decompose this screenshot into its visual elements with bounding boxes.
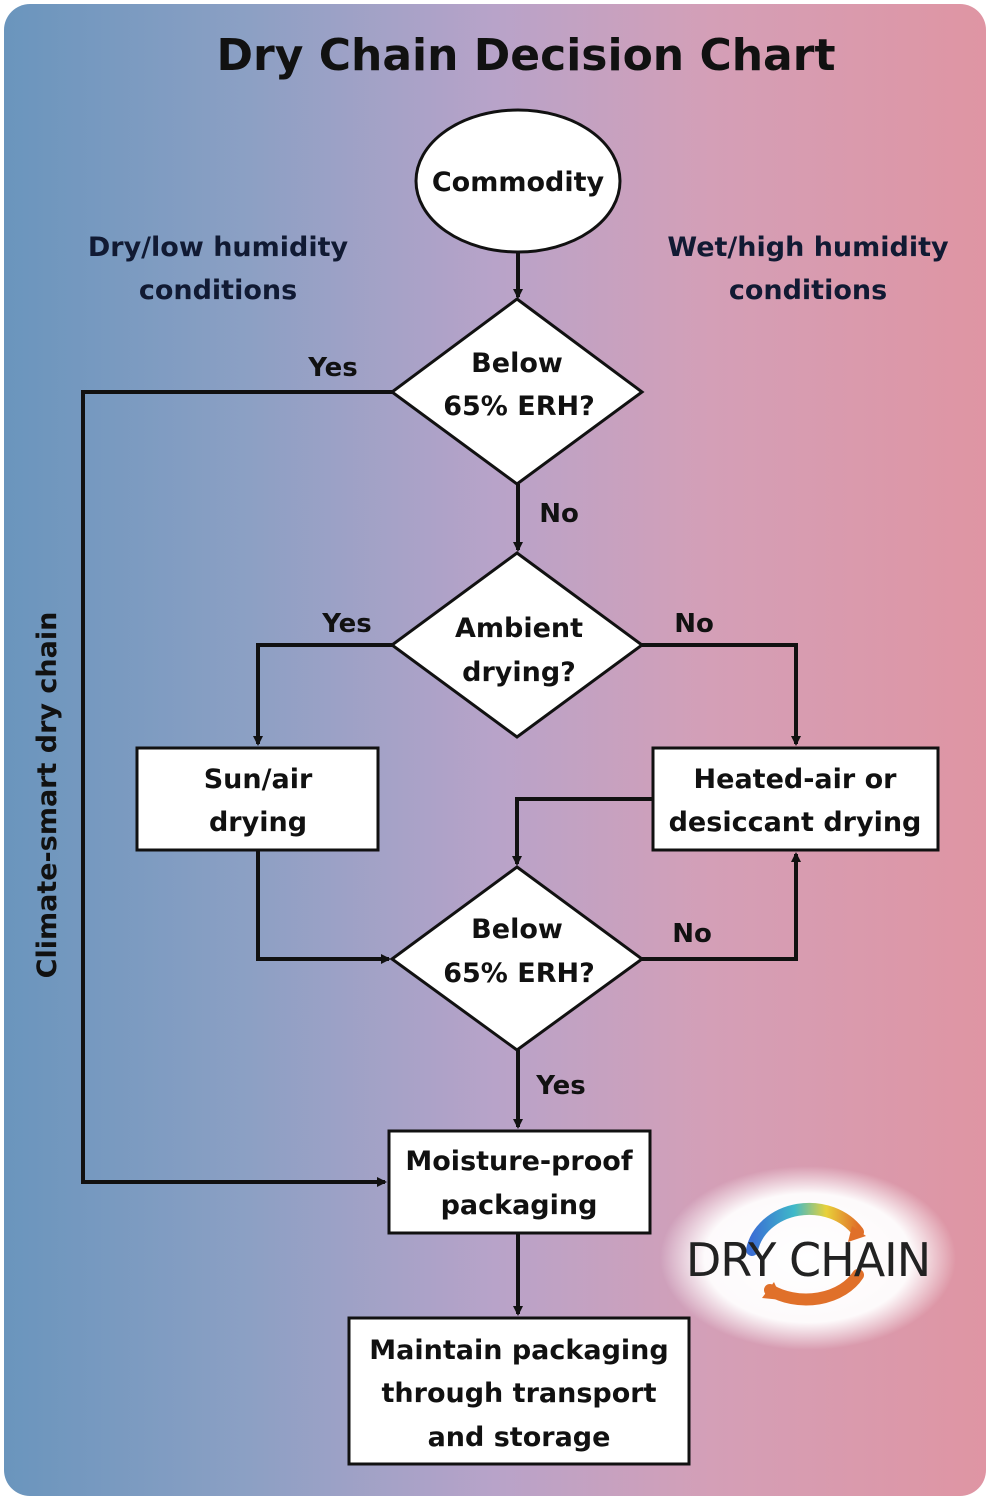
commodity-label: Commodity [432, 167, 605, 198]
node-moisture-proof-packaging [387, 1129, 652, 1235]
logo-glow [660, 1166, 956, 1350]
packaging-label-line1: Moisture-proof [405, 1146, 632, 1177]
dry-chain-logo: DRY CHAIN [660, 1166, 956, 1350]
node-decision-erh-1 [389, 297, 645, 486]
nodes [135, 108, 940, 1466]
decision2-label-line1: Ambient [455, 613, 583, 644]
node-commodity [414, 108, 622, 254]
edge-d1-yes [81, 390, 392, 1187]
edge-d3-no [642, 852, 801, 961]
node-sun-air-drying [135, 746, 380, 852]
chart-title: Dry Chain Decision Chart [217, 30, 836, 81]
decision3-label-line2: 65% ERH? [443, 958, 595, 989]
edge-d2-yes [253, 643, 392, 746]
sun-drying-label-line2: drying [209, 807, 307, 838]
edge-heated-to-d3 [512, 797, 652, 866]
logo-arrowhead-top [848, 1226, 866, 1242]
side-label-climate-smart: Climate-smart dry chain [32, 612, 63, 979]
node-decision-erh-2 [389, 865, 645, 1052]
condition-left-line2: conditions [139, 275, 297, 306]
edge-label-d3-no: No [672, 919, 712, 949]
decision1-label-line1: Below [471, 348, 563, 379]
node-heated-air-drying [651, 746, 940, 852]
logo-arc-bottom [764, 1269, 864, 1306]
packaging-label-line2: packaging [441, 1190, 598, 1221]
maintain-label-line2: through transport [382, 1378, 657, 1409]
edge-label-d1-yes: Yes [307, 353, 358, 383]
edge-label-d3-yes: Yes [535, 1071, 586, 1101]
decision3-label-line1: Below [471, 914, 563, 945]
logo-text: DRY CHAIN [686, 1233, 930, 1287]
maintain-label-line1: Maintain packaging [369, 1335, 668, 1366]
edge-label-d1-no: No [539, 499, 579, 529]
node-decision-ambient [389, 551, 645, 739]
logo-arrowhead-bottom [762, 1282, 782, 1300]
sun-drying-label-line1: Sun/air [204, 764, 313, 795]
edge-sun-to-d3 [256, 850, 391, 964]
node-maintain-packaging [347, 1316, 691, 1466]
condition-left-line1: Dry/low humidity [88, 232, 349, 263]
edge-label-d2-yes: Yes [321, 609, 372, 639]
heated-drying-label-line2: desiccant drying [669, 807, 922, 838]
logo-arc-top [746, 1202, 864, 1256]
maintain-label-line3: and storage [428, 1422, 611, 1453]
decision1-label-line2: 65% ERH? [443, 391, 595, 422]
condition-right-line2: conditions [729, 275, 887, 306]
edge-d2-no [642, 643, 801, 746]
condition-right-line1: Wet/high humidity [667, 232, 949, 263]
decision2-label-line2: drying? [462, 657, 576, 688]
edge-label-d2-no: No [674, 609, 714, 639]
connectors [81, 252, 801, 1316]
heated-drying-label-line1: Heated-air or [694, 764, 898, 795]
